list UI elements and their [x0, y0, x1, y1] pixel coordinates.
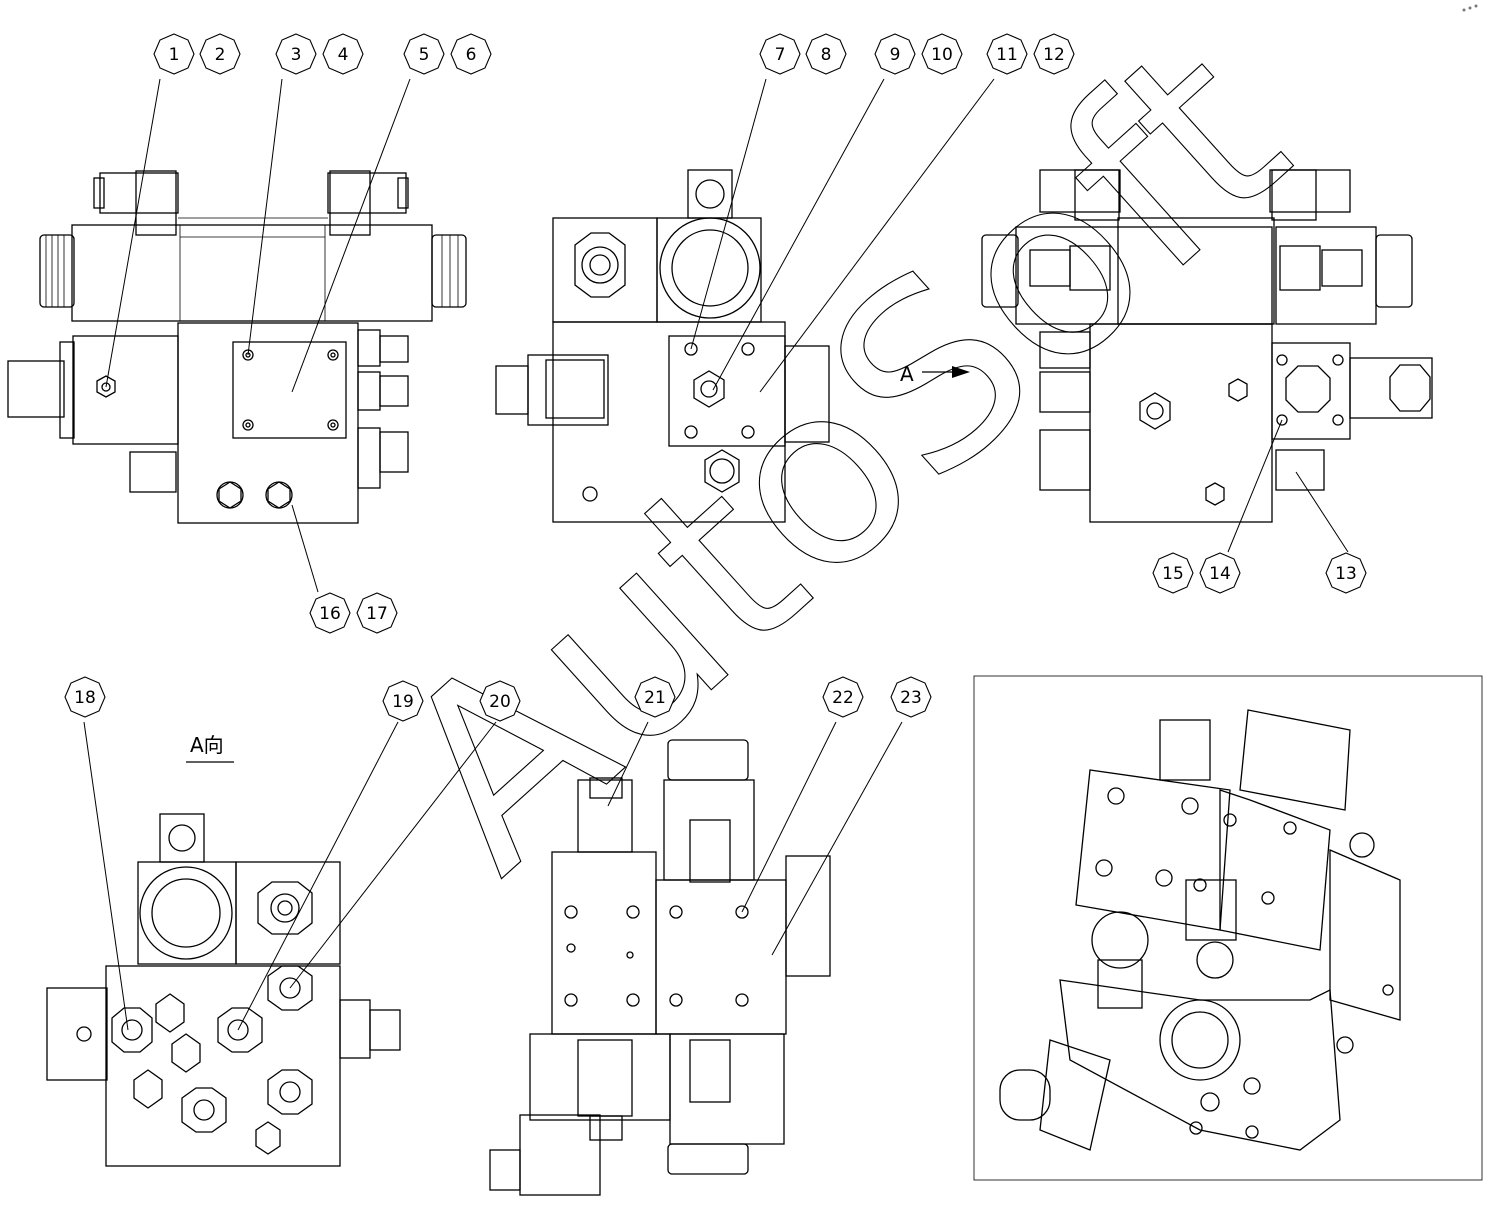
- svg-text:8: 8: [821, 45, 832, 65]
- svg-text:7: 7: [775, 45, 786, 65]
- watermark: AutoSoft: [344, 0, 1338, 924]
- svg-text:14: 14: [1209, 564, 1231, 584]
- balloon-18: 18: [64, 676, 106, 718]
- svg-text:12: 12: [1043, 45, 1065, 65]
- watermark-text: AutoSoft: [345, 0, 1338, 924]
- balloon-3: 3: [275, 33, 317, 75]
- valve-view-front-middle: [495, 169, 830, 523]
- valve-view-side: [489, 739, 831, 1196]
- svg-text:11: 11: [996, 45, 1018, 65]
- balloon-20: 20: [479, 680, 521, 722]
- svg-text:18: 18: [74, 688, 96, 708]
- svg-text:16: 16: [319, 604, 341, 624]
- balloon-9: 9: [874, 33, 916, 75]
- svg-text:21: 21: [644, 688, 666, 708]
- svg-text:1: 1: [169, 45, 180, 65]
- balloon-14: 14: [1199, 552, 1241, 594]
- balloon-19: 19: [382, 680, 424, 722]
- svg-text:3: 3: [291, 45, 302, 65]
- balloon-22: 22: [822, 676, 864, 718]
- svg-text:6: 6: [466, 45, 477, 65]
- svg-text:2: 2: [215, 45, 226, 65]
- svg-text:5: 5: [419, 45, 430, 65]
- balloon-5: 5: [403, 33, 445, 75]
- view-label: A向: [190, 733, 224, 757]
- balloon-23: 23: [890, 676, 932, 718]
- balloon-7: 7: [759, 33, 801, 75]
- svg-text:20: 20: [489, 692, 511, 712]
- valve-view-front-left: [7, 170, 467, 524]
- balloon-13: 13: [1325, 552, 1367, 594]
- balloon-1: 1: [153, 33, 195, 75]
- arrow-label: A: [900, 362, 914, 386]
- svg-text:4: 4: [338, 45, 349, 65]
- balloon-16: 16: [309, 592, 351, 634]
- svg-text:9: 9: [890, 45, 901, 65]
- isometric-view-panel: [973, 675, 1483, 1181]
- balloon-8: 8: [805, 33, 847, 75]
- valve-view-a-direction: [46, 761, 401, 1167]
- svg-text:10: 10: [931, 45, 953, 65]
- balloon-10: 10: [921, 33, 963, 75]
- svg-text:23: 23: [900, 688, 922, 708]
- svg-text:15: 15: [1162, 564, 1184, 584]
- valve-view-front-right: [922, 169, 1433, 523]
- balloon-2: 2: [199, 33, 241, 75]
- svg-text:13: 13: [1335, 564, 1357, 584]
- balloon-11: 11: [986, 33, 1028, 75]
- svg-text:17: 17: [366, 604, 388, 624]
- corner-mark: [1462, 4, 1478, 12]
- balloon-17: 17: [356, 592, 398, 634]
- balloon-21: 21: [634, 676, 676, 718]
- svg-text:19: 19: [392, 692, 414, 712]
- balloon-15: 15: [1152, 552, 1194, 594]
- svg-text:22: 22: [832, 688, 854, 708]
- balloon-4: 4: [322, 33, 364, 75]
- leader-lines: [83, 78, 1349, 1031]
- balloon-12: 12: [1033, 33, 1075, 75]
- balloon-6: 6: [450, 33, 492, 75]
